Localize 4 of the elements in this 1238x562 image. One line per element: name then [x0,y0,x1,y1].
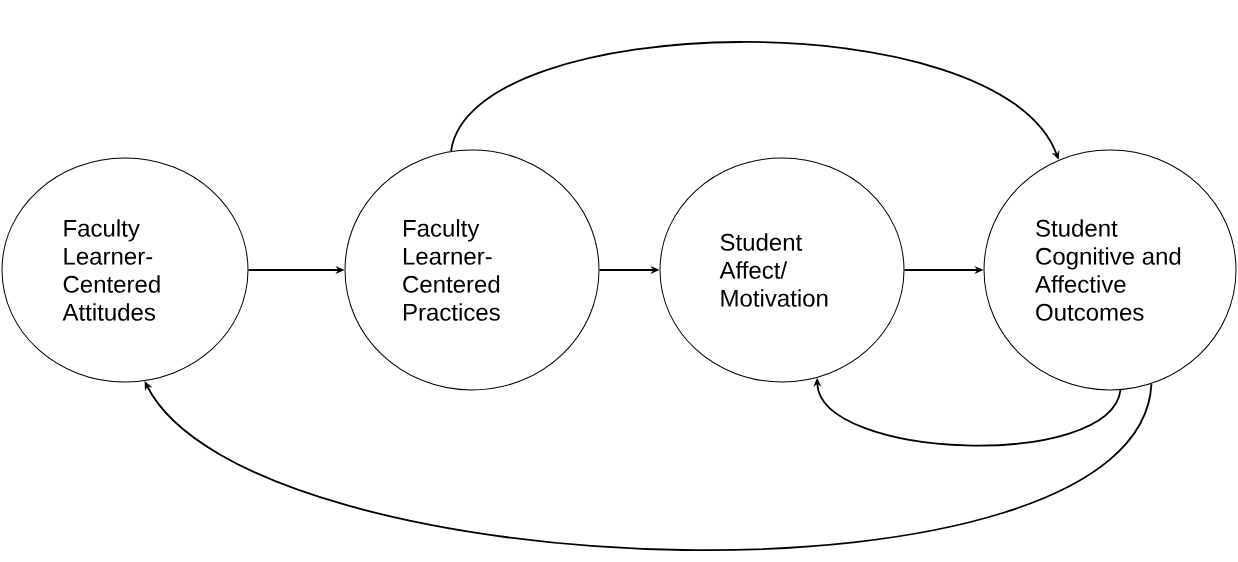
ellipse-node: Student Affect/ Motivation [659,157,905,383]
ellipse-node: Student Cognitive and Affective Outcomes [983,149,1237,391]
ellipse-node: Faculty Learner-Centered Practices [344,149,600,391]
ellipse-node: Faculty Learner-Centered Attitudes [1,157,249,383]
